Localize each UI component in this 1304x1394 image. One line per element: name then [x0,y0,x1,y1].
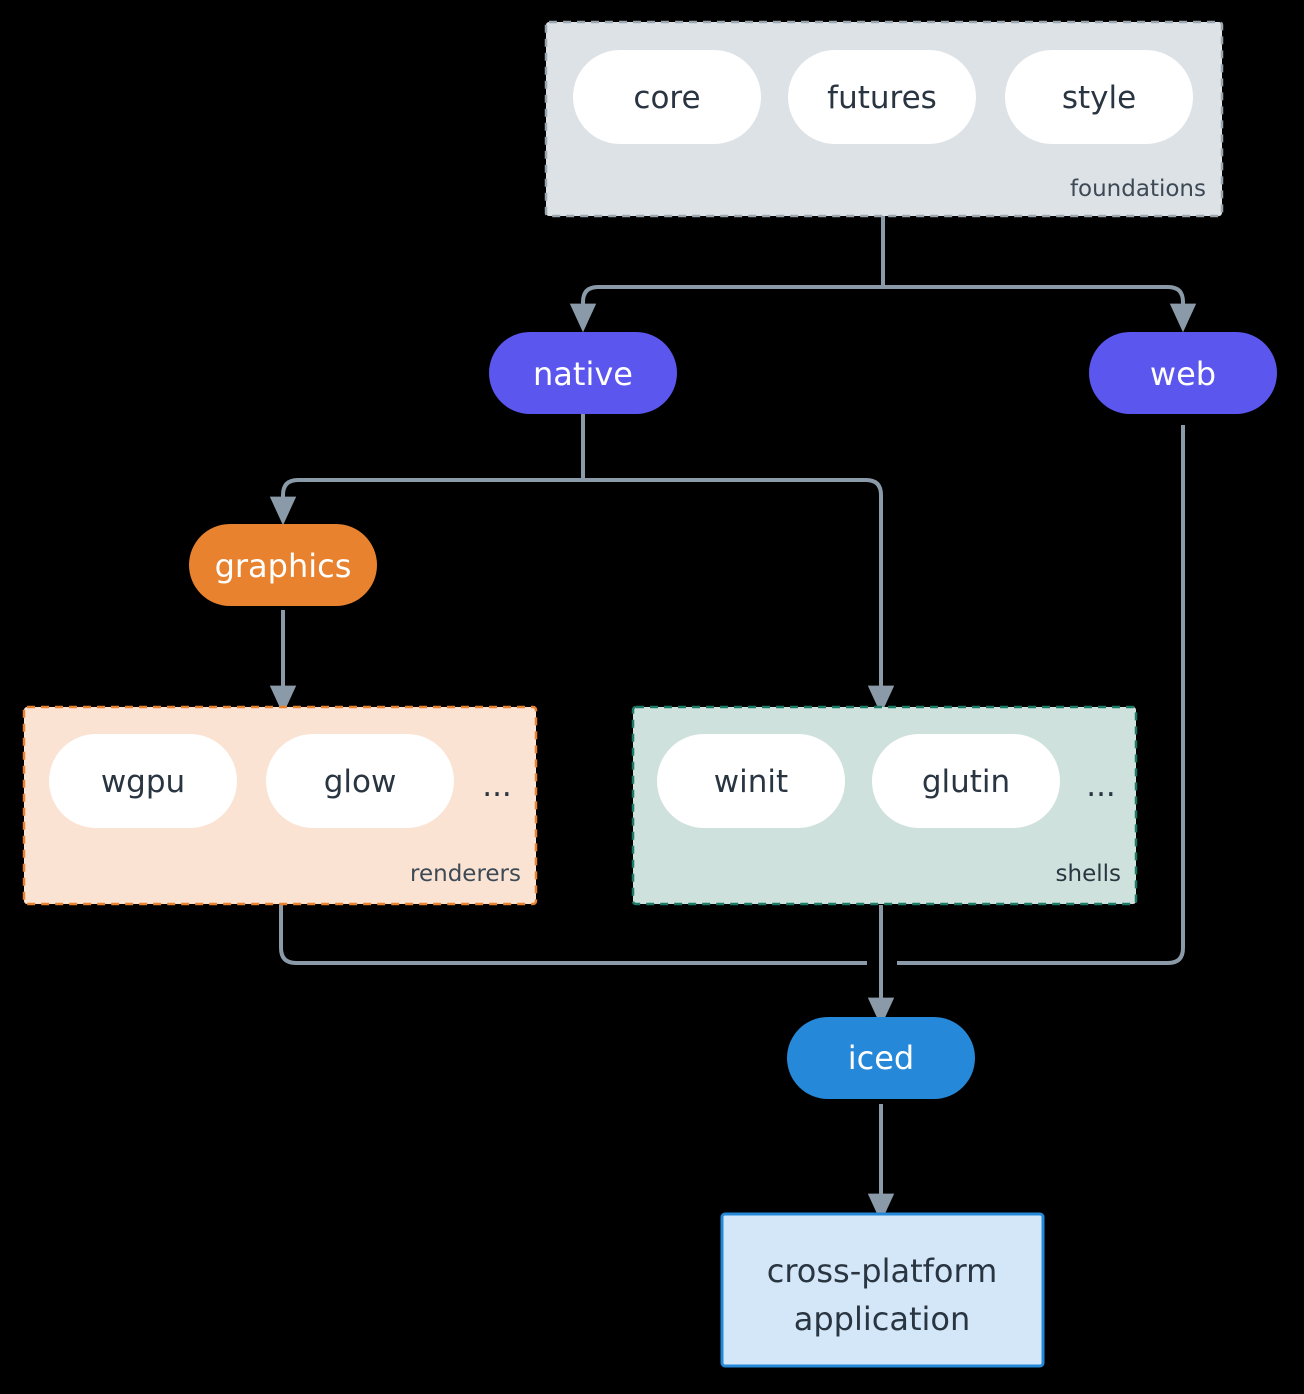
node-iced-label: iced [848,1039,914,1077]
node-web[interactable]: web [1089,332,1277,414]
edge-web-to-iced [897,425,1185,965]
edge-renderers-to-iced [279,905,867,965]
node-native-shape[interactable] [489,332,677,414]
node-graphics-label: graphics [215,547,352,585]
group-foundations: core futures style foundations [544,20,1224,218]
edge-native-to-shells [583,478,895,715]
leaf-core-label: core [633,80,700,116]
terminal-line-2: application [794,1300,971,1338]
edge-foundations-to-web [883,285,1197,333]
leaf-glow-label: glow [324,764,397,800]
leaf-futures-label: futures [827,80,937,116]
node-graphics[interactable]: graphics [189,524,377,606]
group-shells-label: shells [1056,861,1121,887]
node-iced-shape[interactable] [787,1017,975,1099]
edge-native-to-graphics [269,478,583,526]
leaf-style-label: style [1062,80,1136,116]
leaf-glow-pill[interactable] [266,734,454,828]
group-renderers: wgpu glow ... renderers [22,705,538,906]
group-renderers-label: renderers [410,861,521,887]
node-iced[interactable]: iced [787,1017,975,1099]
node-graphics-shape[interactable] [189,524,377,606]
edge-layer [269,216,1197,1223]
shells-ellipsis: ... [1086,768,1116,804]
leaf-winit-label: winit [714,764,788,800]
edge-foundations-to-native [569,285,883,333]
leaf-core-pill[interactable] [573,50,761,144]
node-web-shape[interactable] [1089,332,1277,414]
node-native-label: native [533,355,633,393]
leaf-futures-pill[interactable] [788,50,976,144]
renderers-ellipsis: ... [482,768,512,804]
leaf-glutin-label: glutin [922,764,1010,800]
leaf-wgpu-label: wgpu [101,764,185,800]
leaf-wgpu-pill[interactable] [49,734,237,828]
leaf-glutin-pill[interactable] [872,734,1060,828]
terminal-cross-platform-application[interactable]: cross-platform application [720,1212,1045,1368]
node-web-label: web [1150,355,1216,393]
group-shells: winit glutin ... shells [631,705,1138,906]
leaf-winit-pill[interactable] [657,734,845,828]
terminal-box-shape[interactable] [720,1212,1045,1368]
group-foundations-label: foundations [1070,176,1206,202]
terminal-line-1: cross-platform [767,1252,997,1290]
node-native[interactable]: native [489,332,677,414]
leaf-style-pill[interactable] [1005,50,1193,144]
